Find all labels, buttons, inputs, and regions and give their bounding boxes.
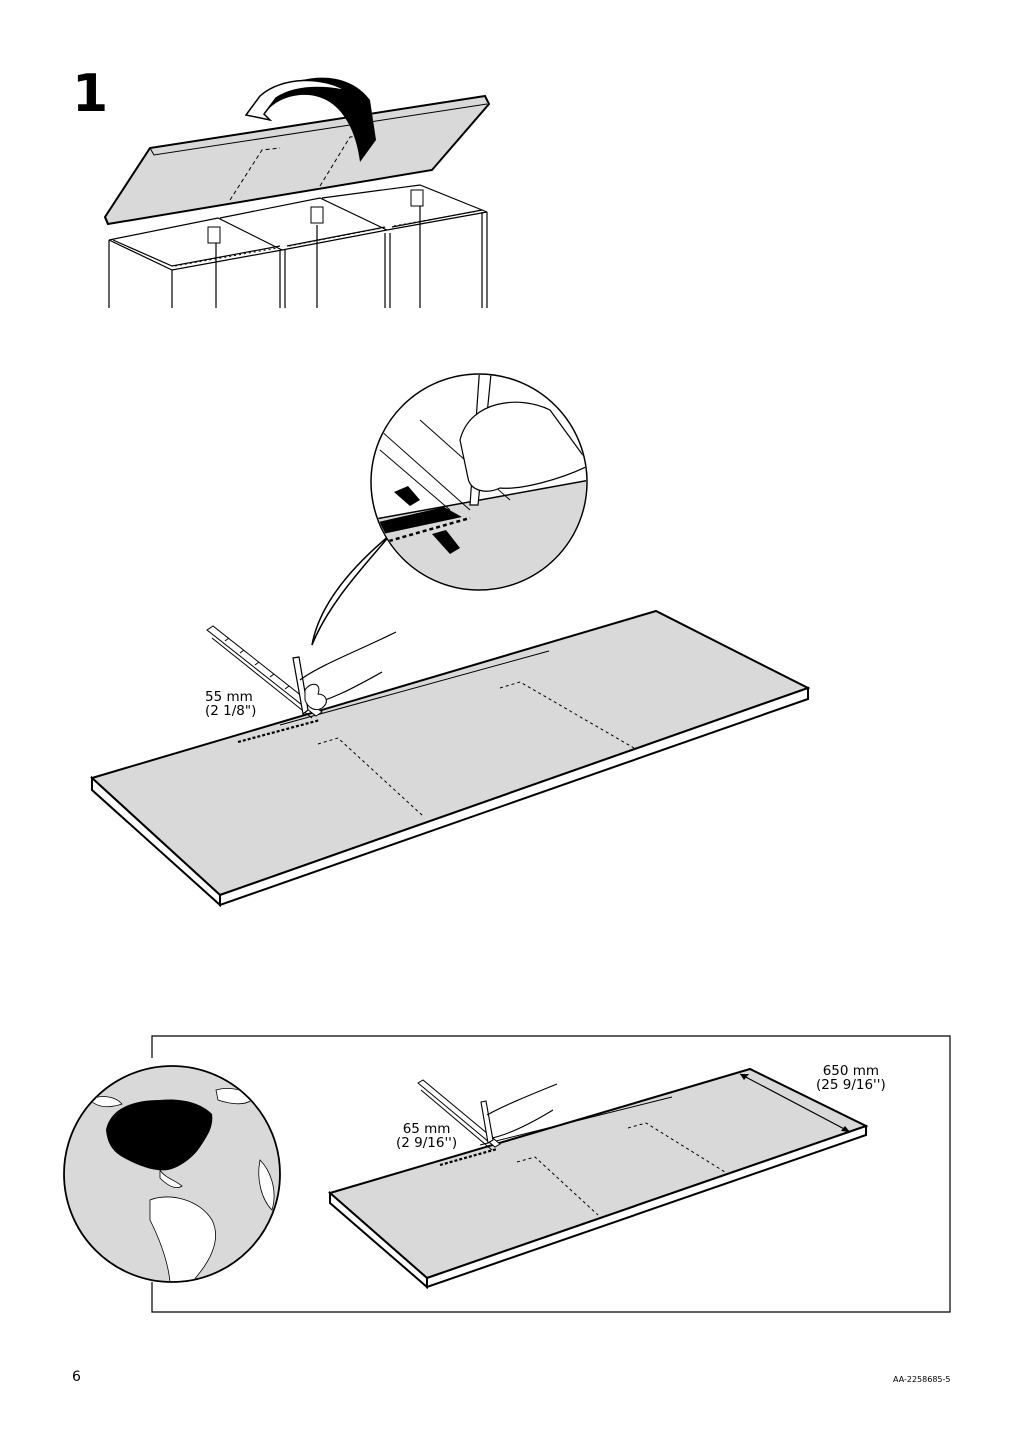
dimension-mm: 65 mm (402, 1121, 451, 1137)
dimension-mm: 55 mm (205, 689, 253, 705)
step-number: 1 (72, 64, 109, 124)
document-id: AA-2258685-5 (893, 1375, 951, 1384)
dimension-label-55mm: 55 mm (2 1/8") (205, 690, 256, 718)
dimension-in: (2 1/8") (205, 703, 257, 719)
dimension-label-65mm: 65 mm (2 9/16'') (396, 1122, 457, 1150)
depth-label: 650 mm (25 9/16'') (816, 1064, 886, 1092)
depth-in: (25 9/16'') (816, 1077, 886, 1093)
depth-mm: 650 mm (822, 1063, 880, 1079)
north-america-shape (106, 1099, 213, 1171)
dimension-in: (2 9/16'') (396, 1135, 458, 1151)
page-number: 6 (72, 1369, 81, 1385)
